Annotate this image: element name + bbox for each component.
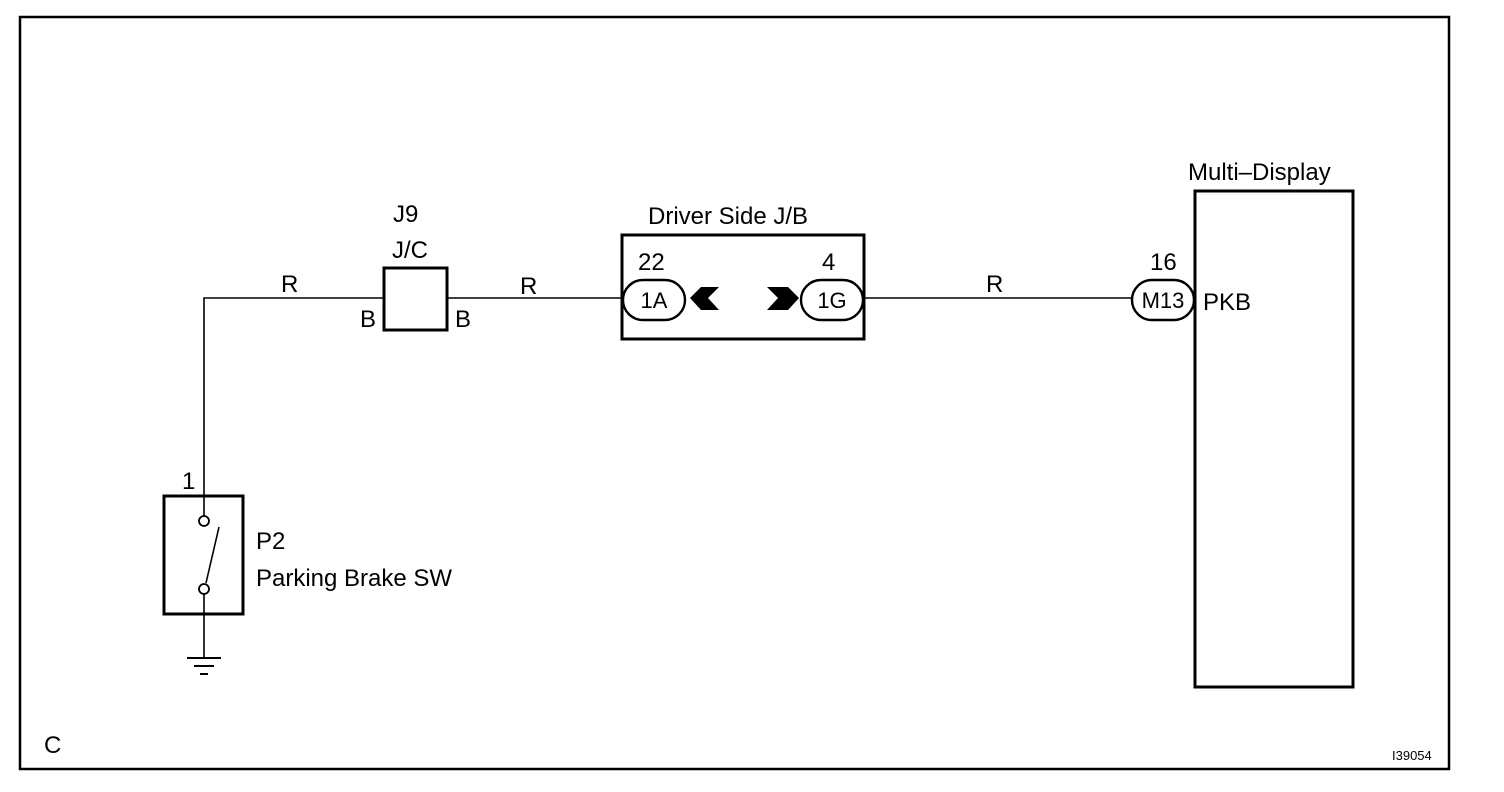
switch-pin: 1 xyxy=(182,468,195,495)
jb-right-pin: 4 xyxy=(822,249,835,276)
diagram-frame xyxy=(18,15,1451,771)
jb-left-connector-oval xyxy=(621,278,687,322)
wire-color-label: R xyxy=(520,273,537,300)
display-connector: M13 xyxy=(1142,288,1185,313)
wire-switch-to-jc xyxy=(203,297,385,496)
chevron-left-icon xyxy=(690,287,719,310)
switch-id: P2 xyxy=(256,528,285,555)
display-terminal: PKB xyxy=(1203,289,1251,316)
ground-icon xyxy=(187,657,221,675)
display-pin: 16 xyxy=(1150,249,1177,276)
jc-name: J/C xyxy=(392,237,428,264)
chevron-right-icon xyxy=(767,287,799,310)
display-connector-oval xyxy=(1130,278,1196,322)
wire-color-label: R xyxy=(986,271,1003,298)
corner-label: C xyxy=(44,732,61,759)
switch-name: Parking Brake SW xyxy=(256,565,452,592)
switch-lever-icon xyxy=(205,526,220,584)
jb-name: Driver Side J/B xyxy=(648,203,808,230)
jb-left-connector: 1A xyxy=(641,288,668,313)
jb-left-pin: 22 xyxy=(638,249,665,276)
jb-right-connector-oval xyxy=(799,278,865,322)
display-box xyxy=(1193,189,1355,689)
jc-pin-left: B xyxy=(360,306,376,333)
figure-id: I39054 xyxy=(1392,748,1432,763)
switch-contact-top xyxy=(198,515,210,527)
display-name: Multi–Display xyxy=(1188,159,1331,186)
switch-contact-bottom xyxy=(198,583,210,595)
wire-color-label: R xyxy=(281,271,298,298)
jb-right-connector: 1G xyxy=(817,288,846,313)
jc-box xyxy=(382,266,449,332)
jc-id: J9 xyxy=(393,201,418,228)
jc-pin-right: B xyxy=(455,306,471,333)
